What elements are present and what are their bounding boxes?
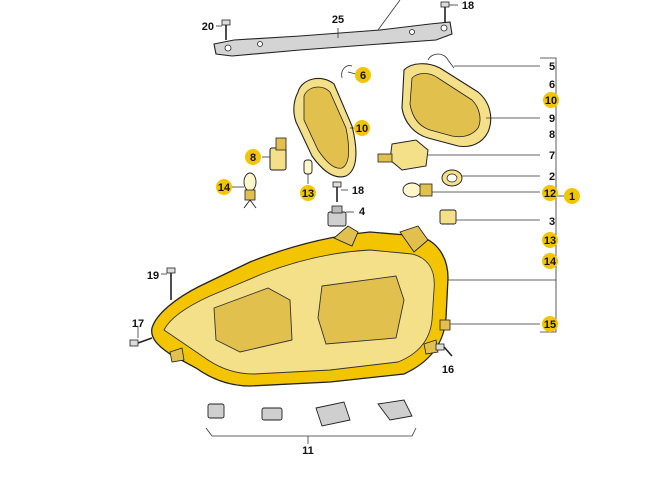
callout-18-top: 18 bbox=[462, 0, 474, 12]
clip-15 bbox=[439, 319, 540, 331]
callout-right-6: 6 bbox=[549, 79, 555, 91]
callout-right-2: 2 bbox=[549, 171, 555, 183]
screw-18-middle bbox=[332, 181, 348, 202]
callout-11: 11 bbox=[302, 445, 314, 457]
svg-text:10: 10 bbox=[545, 95, 557, 107]
callout-10-left: 10 bbox=[354, 120, 370, 136]
bulb-12 bbox=[402, 182, 540, 198]
svg-text:15: 15 bbox=[544, 319, 556, 331]
callout-16: 16 bbox=[442, 364, 454, 376]
screw-19 bbox=[161, 267, 176, 300]
screw-17 bbox=[129, 326, 153, 347]
callout-25: 25 bbox=[332, 14, 344, 26]
svg-text:10: 10 bbox=[356, 123, 368, 135]
callout-labels: 25 20 18 6 10 8 14 13 18 4 19 17 16 11 5 bbox=[132, 0, 580, 457]
svg-text:13: 13 bbox=[302, 188, 314, 200]
svg-text:8: 8 bbox=[250, 152, 256, 164]
screw-20 bbox=[216, 19, 231, 40]
callout-right-10: 10 bbox=[543, 92, 559, 108]
mounting-clips-11 bbox=[205, 399, 417, 444]
callout-20: 20 bbox=[202, 21, 214, 33]
screw-18-top bbox=[440, 1, 458, 22]
svg-text:13: 13 bbox=[544, 235, 556, 247]
module-7 bbox=[377, 139, 540, 171]
bulb-socket-8 bbox=[262, 137, 287, 171]
callout-13-left: 13 bbox=[300, 185, 316, 201]
callout-right-5: 5 bbox=[549, 61, 555, 73]
bulb-14-left bbox=[232, 172, 257, 209]
callout-right-12: 12 bbox=[542, 185, 558, 201]
callout-right-3: 3 bbox=[549, 216, 555, 228]
callout-right-14: 14 bbox=[542, 253, 558, 269]
callout-14-left: 14 bbox=[216, 179, 232, 195]
connector-4 bbox=[327, 205, 354, 227]
bulb-holder-2 bbox=[441, 169, 540, 187]
mounting-bracket bbox=[213, 0, 453, 57]
callout-right-13: 13 bbox=[542, 232, 558, 248]
svg-text:14: 14 bbox=[218, 182, 231, 194]
callout-4: 4 bbox=[359, 206, 366, 218]
callout-19: 19 bbox=[147, 270, 159, 282]
callout-17: 17 bbox=[132, 318, 144, 330]
callout-right-9: 9 bbox=[549, 113, 555, 125]
svg-text:1: 1 bbox=[569, 191, 575, 203]
callout-18-middle: 18 bbox=[352, 185, 364, 197]
callout-right-1: 1 bbox=[564, 188, 580, 204]
screw-16 bbox=[435, 343, 453, 357]
cover-cap-left bbox=[293, 65, 357, 178]
svg-text:6: 6 bbox=[360, 70, 366, 82]
headlight-housing bbox=[151, 225, 449, 387]
callout-right-7: 7 bbox=[549, 150, 555, 162]
socket-3 bbox=[439, 209, 540, 225]
callout-right-15: 15 bbox=[542, 316, 558, 332]
bulb-13-small bbox=[303, 159, 313, 184]
svg-text:14: 14 bbox=[544, 256, 557, 268]
cover-cap-right bbox=[401, 53, 540, 148]
callout-right-8: 8 bbox=[549, 129, 555, 141]
callout-6-left: 6 bbox=[355, 67, 371, 83]
svg-text:12: 12 bbox=[544, 188, 556, 200]
callout-8-left: 8 bbox=[245, 149, 261, 165]
